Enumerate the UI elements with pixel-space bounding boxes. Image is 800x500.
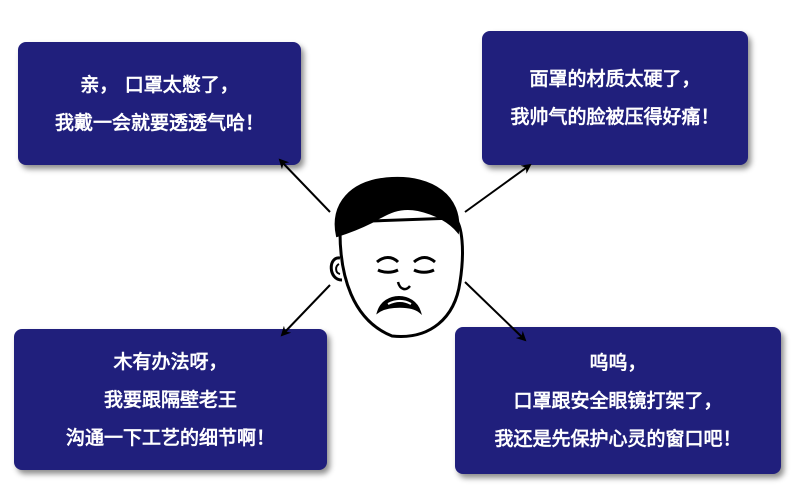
- speech-line: 我帅气的脸被压得好痛！: [482, 98, 748, 136]
- speech-line: 面罩的材质太硬了，: [482, 60, 748, 98]
- speech-line: 我要跟隔壁老王: [14, 381, 327, 419]
- speech-line: 口罩跟安全眼镜打架了，: [455, 382, 781, 420]
- speech-line: 木有办法呀，: [14, 343, 327, 381]
- speech-box-bottom-left: 木有办法呀， 我要跟隔壁老王 沟通一下工艺的细节啊！: [14, 329, 327, 470]
- speech-box-bottom-right: 呜呜， 口罩跟安全眼镜打架了， 我还是先保护心灵的窗口吧！: [455, 327, 781, 474]
- arrow-top-left: [280, 160, 330, 212]
- sad-face-icon: [331, 178, 462, 337]
- speech-line: 我还是先保护心灵的窗口吧！: [455, 420, 781, 458]
- speech-line: 沟通一下工艺的细节啊！: [14, 419, 327, 457]
- speech-box-top-right: 面罩的材质太硬了， 我帅气的脸被压得好痛！: [482, 31, 748, 165]
- speech-box-top-left: 亲， 口罩太憋了， 我戴一会就要透透气哈！: [18, 42, 301, 165]
- arrow-bottom-left: [282, 285, 330, 335]
- speech-line: 呜呜，: [455, 344, 781, 382]
- speech-line: 亲， 口罩太憋了，: [18, 66, 301, 104]
- speech-line: 我戴一会就要透透气哈！: [18, 104, 301, 142]
- arrow-top-right: [465, 165, 530, 212]
